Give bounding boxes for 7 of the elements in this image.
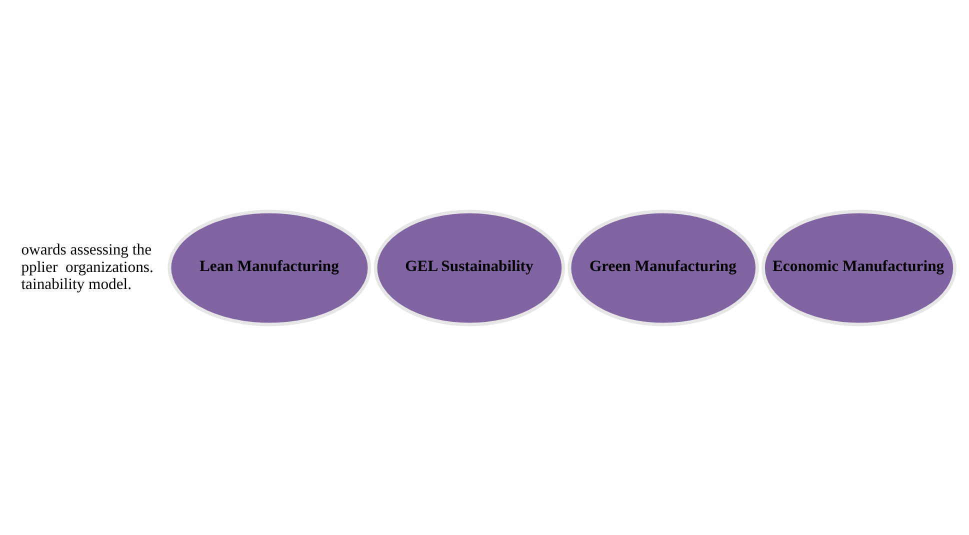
node-ellipse: GEL Sustainability: [374, 209, 566, 326]
node-ellipse: Lean Manufacturing: [168, 209, 372, 326]
node-ellipse: Green Manufacturing: [568, 209, 760, 326]
node-ellipse: Economic Manufacturing: [762, 209, 957, 326]
label: pplier organizations.: [21, 258, 154, 276]
label: tainability model.: [21, 276, 132, 293]
label: owards assessing the: [21, 240, 152, 258]
